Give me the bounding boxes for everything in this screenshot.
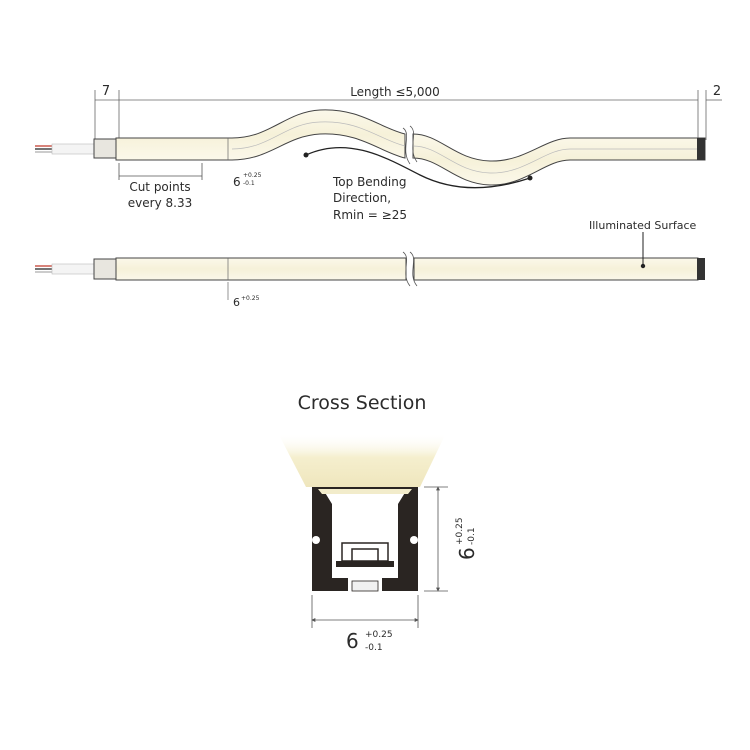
illuminated-surface-label: Illuminated Surface	[589, 219, 697, 232]
cut-points-label-line2: every 8.33	[128, 196, 192, 210]
cross-section-width-tol-plus: +0.25	[365, 630, 393, 640]
bending-label-line3: Rmin = ≥25	[333, 208, 407, 222]
top-strip-height-tol-plus: +0.25	[243, 172, 262, 179]
break-mark-top	[402, 127, 411, 165]
bending-label-line1: Top Bending	[332, 175, 406, 189]
light-glow	[278, 433, 446, 487]
cross-section-height-label-group: 6 +0.25 -0.1	[455, 517, 479, 560]
cross-section-width-label: 6	[346, 629, 359, 653]
top-strip-height-tol-minus: -0.1	[243, 180, 255, 187]
second-strip-wires	[35, 263, 97, 275]
end-cap-length-label: 2	[713, 84, 721, 99]
top-strip-wires	[35, 143, 97, 155]
second-strip-height-label: 6	[233, 296, 240, 309]
bending-label-line2: Direction,	[333, 191, 391, 205]
top-strip-body-right	[412, 133, 706, 186]
second-strip-connector	[93, 258, 117, 280]
second-strip-height-tol-plus: +0.25	[241, 295, 260, 302]
second-strip-body-right	[413, 257, 699, 281]
cut-points-label-line1: Cut points	[129, 180, 190, 194]
cross-section-height-label: 6	[455, 547, 479, 560]
cross-section-width-tol-minus: -0.1	[365, 643, 383, 653]
break-mark-bottom	[402, 251, 411, 287]
top-dimension	[94, 90, 722, 140]
cut-points-dimension	[118, 163, 203, 180]
cross-section-title: Cross Section	[298, 392, 427, 414]
cross-section-width-dimension	[311, 595, 419, 628]
second-strip-body-left	[115, 257, 407, 281]
strip-length-label: Length ≤5,000	[350, 85, 440, 99]
top-strip-body	[115, 109, 406, 161]
cross-section-profile	[312, 487, 418, 592]
top-strip-connector	[93, 138, 117, 159]
cross-section-height-tol-plus: +0.25	[455, 517, 465, 545]
second-strip-end-cap	[697, 258, 705, 280]
connector-length-label: 7	[102, 84, 110, 99]
top-strip-end-cap	[697, 138, 705, 160]
top-strip-height-label: 6	[233, 175, 241, 189]
cross-section-height-dimension	[424, 486, 448, 592]
cross-section-height-tol-minus: -0.1	[467, 527, 477, 545]
bending-direction-curve	[305, 146, 531, 189]
